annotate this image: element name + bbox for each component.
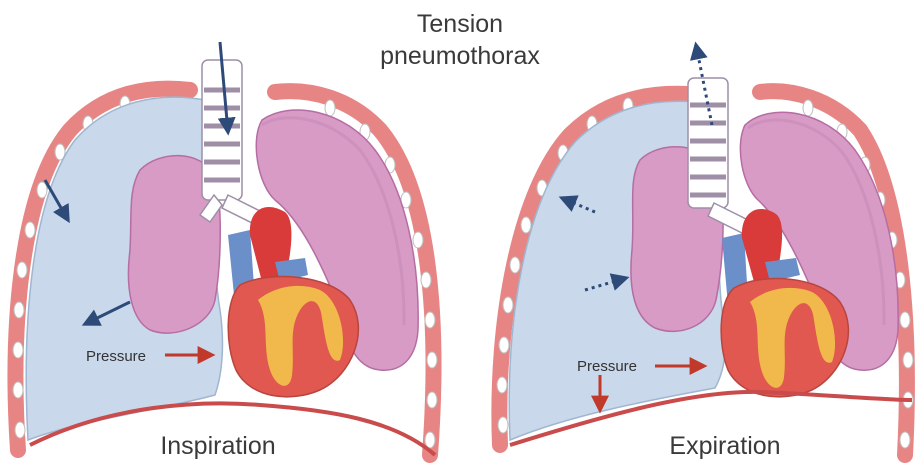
diagram-title: Tension pneumothorax xyxy=(340,8,580,72)
inspiration-panel: Pressure xyxy=(13,42,437,455)
inspiration-label: Inspiration xyxy=(118,432,318,461)
left-pressure-label: Pressure xyxy=(86,348,146,365)
title-line-1: Tension xyxy=(340,8,580,40)
expiration-panel: Pressure xyxy=(497,45,913,455)
title-line-2: pneumothorax xyxy=(340,40,580,72)
right-pressure-label: Pressure xyxy=(577,358,637,375)
expiration-label: Expiration xyxy=(625,432,825,461)
